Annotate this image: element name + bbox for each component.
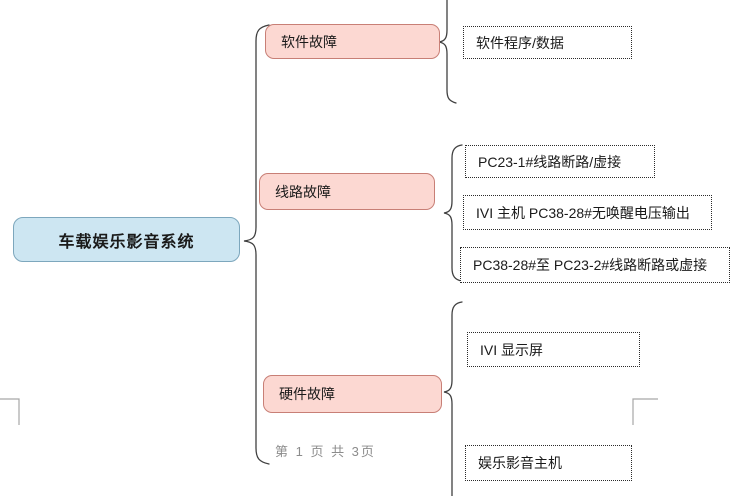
- software-branch-brace: [438, 0, 457, 104]
- leaf-node-pc38-to-pc23-line-break[interactable]: PC38-28#至 PC23-2#线路断路或虚接: [460, 247, 730, 283]
- leaf-node-label: PC38-28#至 PC23-2#线路断路或虚接: [473, 257, 708, 273]
- left-margin-crop-mark: [0, 398, 20, 425]
- leaf-node-software-program-data[interactable]: 软件程序/数据: [463, 26, 632, 59]
- leaf-node-label: PC23-1#线路断路/虚接: [478, 153, 622, 170]
- branch-node-hardware-fault[interactable]: 硬件故障: [263, 375, 442, 413]
- right-margin-crop-mark: [632, 398, 658, 425]
- branch-node-software-fault[interactable]: 软件故障: [265, 24, 440, 59]
- wiring-branch-brace: [443, 144, 463, 282]
- root-node[interactable]: 车载娱乐影音系统: [13, 217, 240, 262]
- branch-node-label: 线路故障: [275, 183, 331, 200]
- leaf-node-ivi-display[interactable]: IVI 显示屏: [467, 332, 640, 367]
- leaf-node-label: IVI 主机 PC38-28#无唤醒电压输出: [476, 204, 690, 221]
- leaf-node-label: 娱乐影音主机: [478, 455, 562, 471]
- leaf-node-pc23-1-line-break[interactable]: PC23-1#线路断路/虚接: [465, 145, 655, 178]
- leaf-node-ivi-host-no-wakeup-voltage[interactable]: IVI 主机 PC38-28#无唤醒电压输出: [463, 195, 712, 230]
- leaf-node-label: IVI 显示屏: [480, 341, 544, 358]
- leaf-node-entertainment-host[interactable]: 娱乐影音主机: [465, 445, 632, 481]
- root-brace: [243, 24, 270, 465]
- leaf-node-label: 软件程序/数据: [476, 34, 564, 51]
- branch-node-label: 硬件故障: [279, 386, 335, 402]
- hardware-branch-brace: [443, 301, 463, 496]
- branch-node-label: 软件故障: [281, 33, 337, 50]
- root-node-label: 车载娱乐影音系统: [58, 233, 195, 251]
- page-number-indicator: 第 1 页 共 3页: [275, 444, 376, 459]
- branch-node-wiring-fault[interactable]: 线路故障: [259, 173, 435, 210]
